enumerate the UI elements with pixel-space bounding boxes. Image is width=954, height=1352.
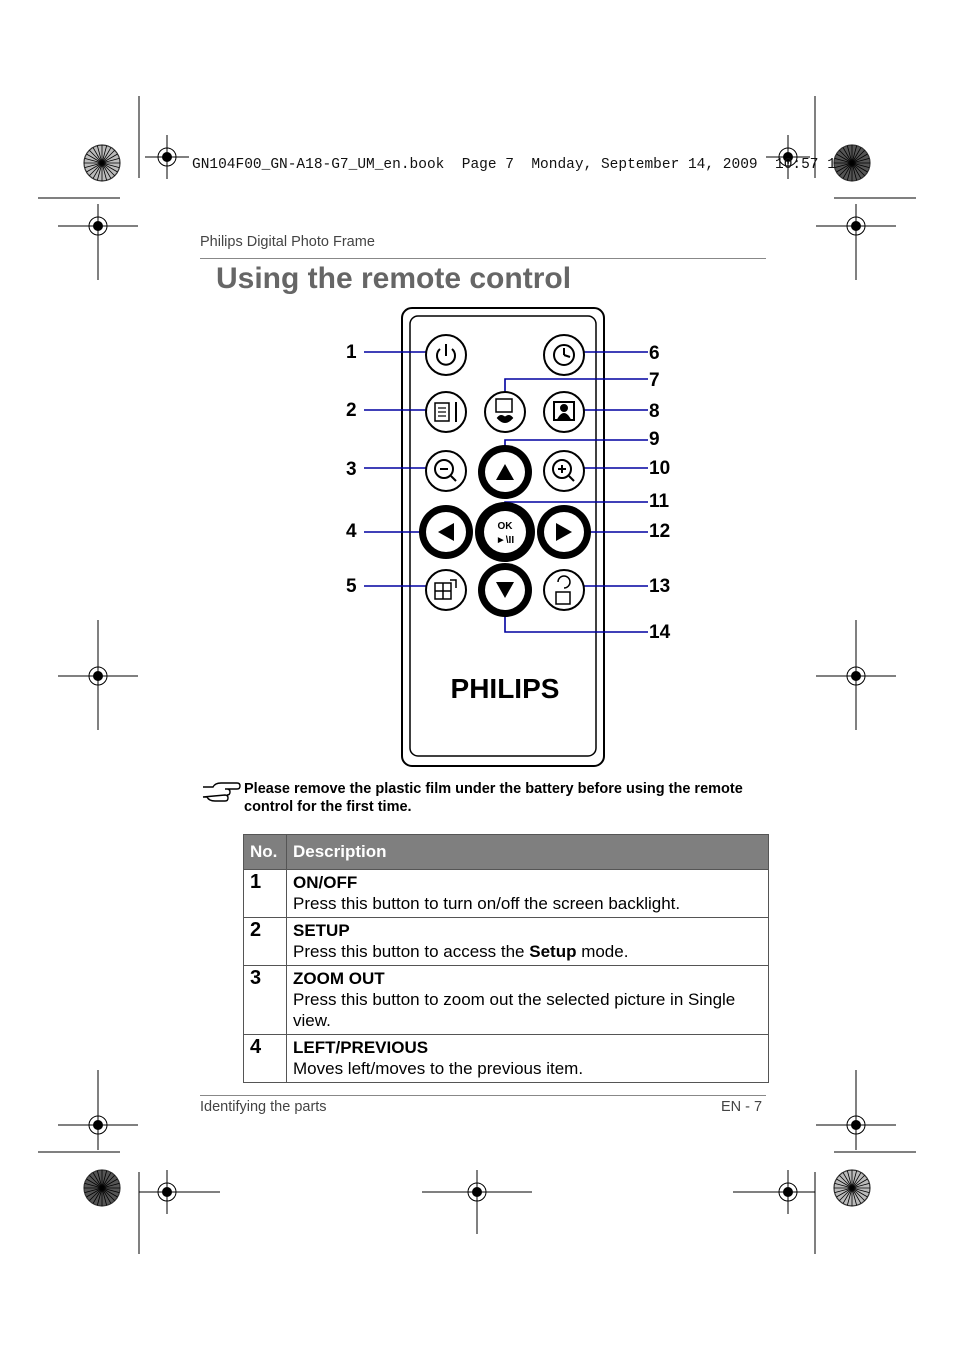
row-number: 3 — [243, 965, 287, 1035]
row-number: 4 — [243, 1034, 287, 1083]
back-icon — [557, 575, 571, 589]
zoom-in-button-shape — [543, 450, 585, 492]
row-description: Moves left/moves to the previous item. — [293, 1059, 584, 1078]
clock-icon — [553, 344, 575, 366]
frame-icon — [553, 401, 575, 421]
thumbnail-button-shape — [425, 569, 467, 611]
callout-14: 14 — [649, 622, 671, 643]
row-title: ON/OFF — [293, 873, 358, 892]
button-description-table: No. Description 1 ON/OFF Press this butto… — [243, 834, 769, 1083]
row-number: 1 — [243, 869, 287, 918]
header-rule — [200, 258, 766, 259]
row-title: SETUP — [293, 921, 350, 940]
col-header-no: No. — [243, 834, 287, 870]
brand-logo: PHILIPS — [451, 673, 560, 704]
zoom-out-button-shape — [425, 450, 467, 492]
callout-4: 4 — [346, 521, 357, 542]
running-header: Philips Digital Photo Frame — [200, 234, 375, 250]
zoom-in-icon — [552, 459, 572, 479]
down-arrow-icon — [496, 582, 514, 598]
right-arrow-icon — [556, 523, 572, 541]
table-row: 3 ZOOM OUT Press this button to zoom out … — [243, 965, 769, 1035]
row-description-end: mode. — [576, 942, 629, 961]
power-icon — [436, 348, 456, 366]
callout-6: 6 — [649, 343, 660, 364]
footer-page-number: EN - 7 — [721, 1099, 763, 1115]
callout-12: 12 — [649, 521, 670, 542]
print-slug: GN104F00_GN-A18-G7_UM_en.book Page 7 Mon… — [192, 157, 836, 173]
play-pause-label: ►\II — [496, 535, 514, 546]
ok-button-shape — [484, 511, 526, 553]
row-number: 2 — [243, 917, 287, 966]
row-description: Press this button to zoom out the select… — [293, 990, 736, 1030]
callout-2: 2 — [346, 400, 357, 421]
col-header-description: Description — [286, 834, 769, 870]
pointing-hand-icon — [202, 782, 241, 802]
callout-1: 1 — [346, 342, 357, 363]
callout-3: 3 — [346, 459, 357, 480]
ok-label: OK — [498, 521, 514, 532]
remote-illustration: OK ►\II PHILIPS 1 2 3 4 5 6 7 8 9 10 11 … — [346, 307, 671, 767]
callout-11: 11 — [649, 491, 670, 512]
callout-9: 9 — [649, 429, 660, 450]
row-title: ZOOM OUT — [293, 969, 385, 988]
note-text: Please remove the plastic film under the… — [244, 781, 743, 815]
row-description: Press this button to access the — [293, 942, 530, 961]
slideshow-icon — [495, 398, 513, 413]
row-title: LEFT/PREVIOUS — [293, 1038, 429, 1057]
footer-rule — [200, 1095, 766, 1096]
table-row: 2 SETUP Press this button to access the S… — [243, 917, 769, 966]
left-arrow-icon — [438, 523, 454, 541]
row-description-bold: Setup — [529, 942, 577, 961]
row-description: Press this button to turn on/off the scr… — [293, 894, 681, 913]
callout-5: 5 — [346, 576, 357, 597]
page-title: Using the remote control — [216, 262, 572, 295]
footer-section: Identifying the parts — [200, 1099, 327, 1115]
callout-10: 10 — [649, 458, 670, 479]
up-arrow-icon — [496, 464, 514, 480]
table-row: 4 LEFT/PREVIOUS Moves left/moves to the p… — [243, 1034, 769, 1083]
setup-icon — [434, 402, 450, 422]
dpad: OK ►\II — [419, 445, 591, 617]
callout-7: 7 — [649, 370, 660, 391]
table-row: 1 ON/OFF Press this button to turn on/off… — [243, 869, 769, 918]
callout-13: 13 — [649, 576, 670, 597]
back-button-shape — [543, 569, 585, 611]
callout-8: 8 — [649, 401, 660, 422]
zoom-out-icon — [434, 459, 454, 479]
